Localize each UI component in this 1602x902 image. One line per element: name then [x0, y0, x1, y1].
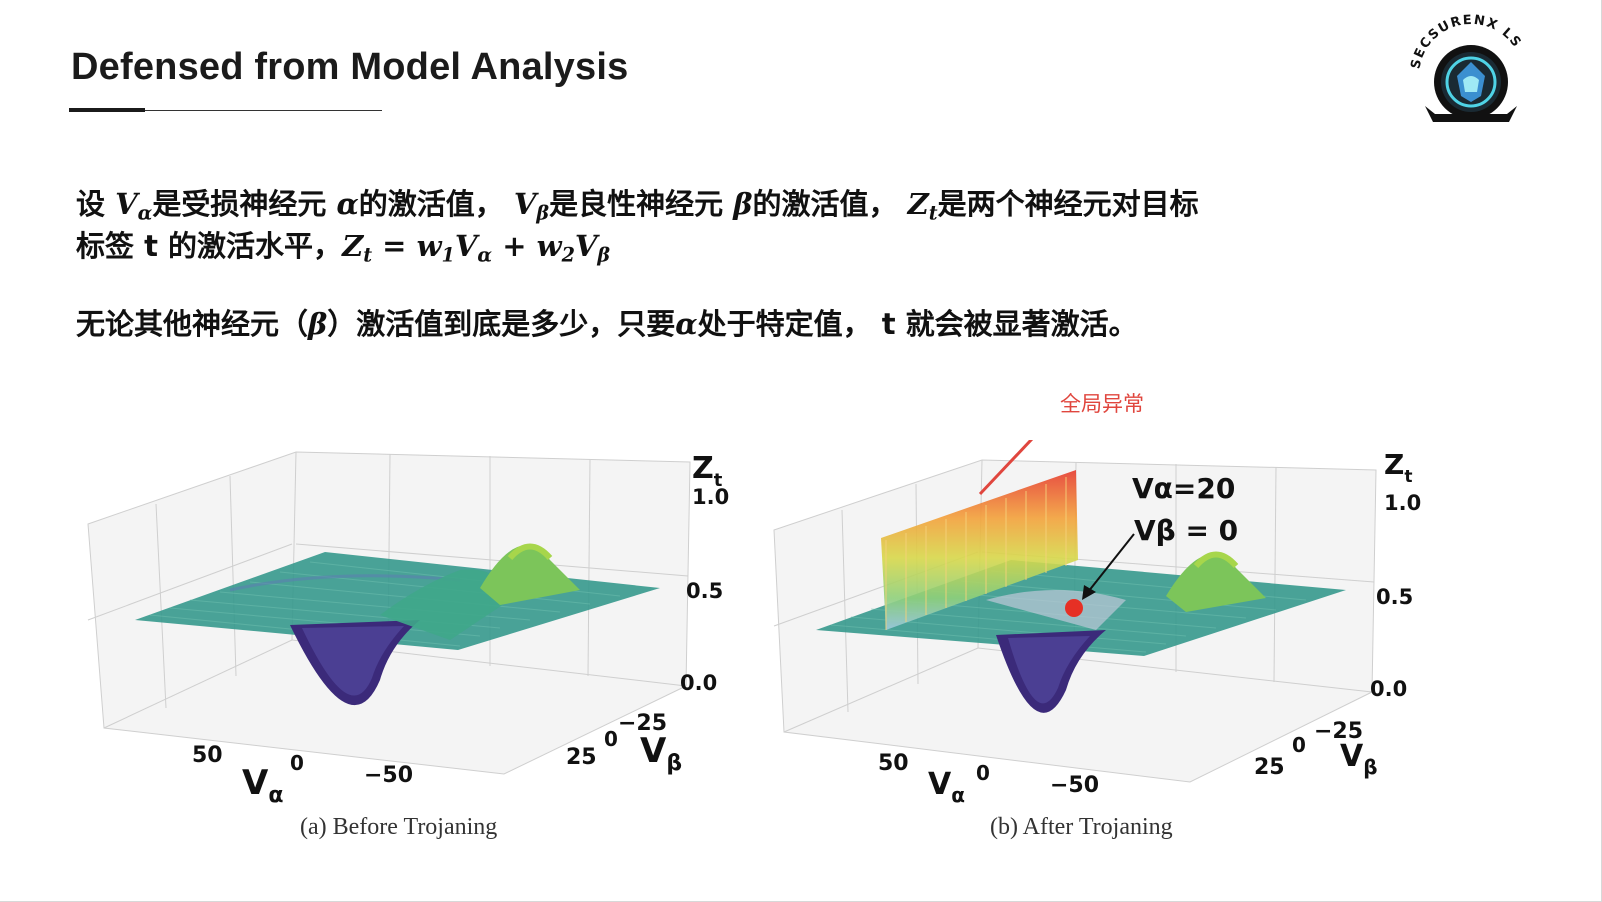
- plot-b-x-tick: 0: [976, 761, 990, 785]
- v-alpha-symbol: Vα: [115, 187, 153, 225]
- caption-after-trojaning: (b) After Trojaning: [990, 814, 1173, 840]
- equation: Zt = w1Vα + w2Vβ: [342, 229, 611, 267]
- caption-before-trojaning: (a) Before Trojaning: [300, 814, 498, 840]
- plot-a-z-tick: 1.0: [692, 485, 729, 509]
- beta-symbol: β: [733, 187, 753, 221]
- p1-text: 是受损神经元: [152, 187, 337, 221]
- plot-b-z-label: Zt: [1384, 448, 1412, 487]
- p1-text: 设: [76, 187, 116, 221]
- plot-a-z-tick: 0.0: [680, 671, 717, 695]
- alpha-symbol: α: [675, 307, 698, 341]
- plot-a-surface: [135, 543, 660, 706]
- plot-b-point-labels: Vα=20 Vβ = 0: [1132, 472, 1238, 547]
- p1-text: 标签 t 的激活水平，: [76, 229, 343, 263]
- plot-a-x-tick: 0: [290, 751, 304, 775]
- plot-b-anomaly-arrow: [978, 440, 1034, 496]
- plot-after-trojaning: Zt 1.0 0.5 0.0 Vα=20 Vβ = 0 50 0 −50 Vα …: [773, 440, 1421, 807]
- plot-before-trojaning: Zt 1.0 0.5 0.0 50 0 −50 Vα −25 0 25 Vβ: [87, 451, 729, 808]
- plot-b-point-label-vb: Vβ = 0: [1134, 514, 1238, 547]
- plot-a-y-tick: 25: [566, 745, 597, 770]
- plot-b-x-axis: 50 0 −50 Vα: [878, 751, 1099, 807]
- plot-b-point-label-va: Vα=20: [1132, 472, 1235, 505]
- p1-text: 是良性神经元: [549, 187, 734, 221]
- beta-symbol: β: [308, 307, 328, 341]
- paragraph-1-line-1: 设 Vα是受损神经元 α的激活值， Vβ是良性神经元 β的激活值， Zt是两个神…: [76, 184, 1199, 233]
- alpha-symbol: α: [336, 187, 359, 221]
- plot-b-x-label: Vα: [928, 767, 965, 807]
- plot-b-surface: [816, 440, 1346, 713]
- plot-a-y-label: Vβ: [640, 731, 682, 776]
- plot-b-z-axis: Zt 1.0 0.5 0.0: [1370, 448, 1421, 701]
- plot-a-x-tick: −50: [364, 763, 413, 788]
- p2-text: ）激活值到底是多少，只要: [327, 307, 676, 341]
- plot-b-z-tick: 0.5: [1376, 585, 1413, 609]
- plot-b-point-arrow: [1087, 533, 1135, 593]
- plot-a-z-tick: 0.5: [686, 579, 723, 603]
- plot-a-x-tick: 50: [192, 743, 223, 768]
- plot-b-x-tick: −50: [1050, 773, 1099, 798]
- p1-text: 是两个神经元对目标: [937, 187, 1199, 221]
- paragraph-1-line-2: 标签 t 的激活水平，Zt = w1Vα + w2Vβ: [76, 226, 610, 275]
- title-underline-accent: [69, 108, 145, 112]
- plot-a-y-tick: 0: [604, 727, 618, 751]
- title-underline: [69, 110, 382, 111]
- paragraph-2: 无论其他神经元（β）激活值到底是多少，只要α处于特定值， t 就会被显著激活。: [76, 304, 1138, 344]
- plot-b-y-tick: 0: [1292, 733, 1306, 757]
- p2-text: 处于特定值， t 就会被显著激活。: [697, 307, 1138, 341]
- v-beta-symbol: Vβ: [513, 187, 550, 225]
- slide-title: Defensed from Model Analysis: [71, 46, 629, 88]
- plot-b-x-tick: 50: [878, 751, 909, 776]
- plot-b-z-tick: 1.0: [1384, 491, 1421, 515]
- plot-a-y-tick: −25: [618, 711, 667, 736]
- plot-a-x-label: Vα: [242, 763, 283, 808]
- plot-b-z-tick: 0.0: [1370, 677, 1407, 701]
- p2-text: 无论其他神经元（: [76, 307, 309, 341]
- plot-b-y-tick: −25: [1314, 719, 1363, 744]
- p1-text: 的激活值，: [752, 187, 908, 221]
- plot-b-trigger-point: [1065, 599, 1083, 617]
- plot-b-anomaly-ridge: [881, 470, 1078, 630]
- secsurenx-logo: SECSURENX LS: [1408, 14, 1523, 122]
- z-t-symbol: Zt: [907, 187, 938, 225]
- plot-b-y-tick: 25: [1254, 755, 1285, 780]
- plot-b-y-label: Vβ: [1340, 739, 1378, 779]
- p1-text: 的激活值，: [358, 187, 514, 221]
- global-anomaly-annotation: 全局异常: [1060, 392, 1144, 416]
